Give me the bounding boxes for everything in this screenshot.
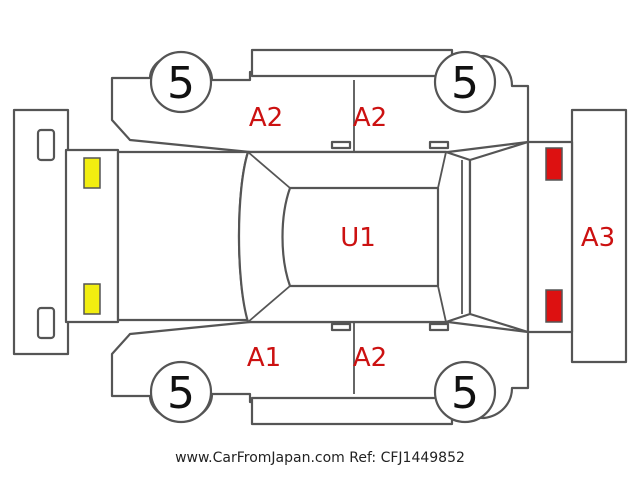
code-rear-left-door: A2 bbox=[353, 103, 387, 133]
taillamp-right bbox=[545, 289, 563, 323]
left-roof-rail bbox=[250, 48, 454, 78]
caption-ref: Ref: CFJ1449852 bbox=[349, 450, 465, 466]
headlamp-left bbox=[83, 157, 101, 189]
tailgate bbox=[468, 140, 574, 334]
taillamp-left bbox=[545, 147, 563, 181]
tire-grade-front-left: 5 bbox=[167, 58, 195, 109]
tire-rear-left: 5 bbox=[433, 50, 497, 114]
tire-front-right: 5 bbox=[149, 360, 213, 424]
code-rear-bumper: A3 bbox=[581, 223, 615, 253]
cabin bbox=[237, 150, 472, 324]
tire-front-left: 5 bbox=[149, 50, 213, 114]
tire-rear-right: 5 bbox=[433, 360, 497, 424]
code-roof: U1 bbox=[340, 223, 376, 253]
caption-site-link[interactable]: www.CarFromJapan.com bbox=[175, 450, 345, 466]
code-rear-right-door: A2 bbox=[353, 343, 387, 373]
code-front-left-door: A2 bbox=[249, 103, 283, 133]
hood bbox=[116, 150, 250, 322]
headlamp-right bbox=[83, 283, 101, 315]
tire-grade-rear-left: 5 bbox=[451, 58, 479, 109]
tire-grade-front-right: 5 bbox=[167, 368, 195, 419]
caption: www.CarFromJapan.com Ref: CFJ1449852 bbox=[0, 450, 640, 466]
right-roof-rail bbox=[250, 396, 454, 426]
tire-grade-rear-right: 5 bbox=[451, 368, 479, 419]
code-front-right-door: A1 bbox=[247, 343, 281, 373]
front-bumper bbox=[12, 108, 70, 356]
